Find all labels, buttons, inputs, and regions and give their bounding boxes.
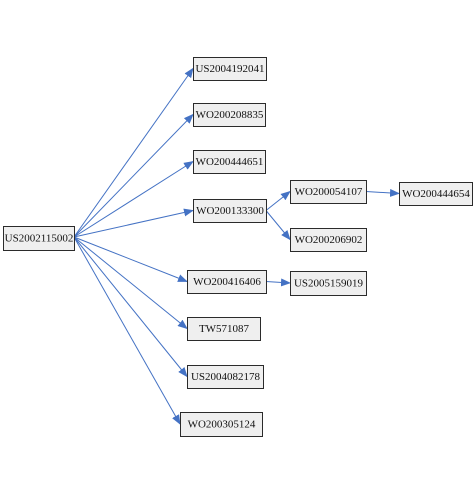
node-wo200054107: WO200054107 — [290, 180, 367, 204]
node-us2004082178: US2004082178 — [187, 365, 264, 389]
node-us2005159019: US2005159019 — [290, 271, 367, 296]
node-wo200444651: WO200444651 — [193, 150, 266, 174]
edge-root-to-n11 — [73, 236, 188, 378]
edge-root-to-n1 — [73, 67, 194, 238]
node-wo200133300: WO200133300 — [193, 199, 267, 223]
node-layer: US2002115002 US2004192041WO200208835WO200… — [3, 57, 473, 437]
node-box — [3, 226, 75, 251]
node-box — [180, 412, 263, 437]
node-wo200208835: WO200208835 — [193, 103, 266, 127]
edge-n5-to-n6 — [365, 188, 400, 197]
node-label: US2004082178 — [191, 371, 261, 383]
node-wo200444654: WO200444654 — [399, 182, 473, 206]
node-box — [193, 199, 267, 223]
edge-n4-to-n7 — [265, 210, 291, 241]
node-wo200416406: WO200416406 — [187, 270, 267, 294]
node-label: TW571087 — [199, 323, 250, 335]
edge-n8-to-n9 — [265, 278, 291, 287]
edge-root-to-n10 — [73, 236, 188, 330]
node-box — [187, 365, 264, 389]
edge-root-to-n12 — [73, 236, 181, 425]
node-wo200206902: WO200206902 — [290, 228, 367, 252]
edge-root-to-n3 — [73, 160, 194, 238]
node-label: WO200305124 — [188, 419, 256, 431]
node-us2002115002: US2002115002 — [3, 226, 75, 251]
node-box — [187, 270, 267, 294]
node-label: WO200054107 — [295, 186, 363, 198]
node-box — [290, 228, 367, 252]
node-box — [193, 103, 266, 127]
node-label: US2004192041 — [195, 63, 264, 75]
edge-root-to-n8 — [73, 236, 188, 282]
node-box — [399, 182, 473, 206]
edge-root-to-n2 — [73, 113, 194, 238]
node-box — [193, 150, 266, 174]
edge-layer — [73, 67, 400, 425]
node-label: US2002115002 — [5, 233, 74, 245]
node-wo200305124: WO200305124 — [180, 412, 263, 437]
node-box — [290, 180, 367, 204]
node-box — [193, 57, 267, 81]
node-label: WO200206902 — [295, 234, 363, 246]
node-label: WO200416406 — [193, 276, 261, 288]
node-box — [187, 317, 261, 341]
node-box — [290, 271, 367, 296]
edge-n4-to-n5 — [265, 190, 291, 211]
node-tw571087: TW571087 — [187, 317, 261, 341]
edge-root-to-n4 — [73, 208, 194, 238]
node-label: WO200444654 — [402, 188, 470, 200]
node-label: US2005159019 — [294, 278, 364, 290]
node-label: WO200444651 — [196, 156, 264, 168]
node-label: WO200208835 — [196, 109, 264, 121]
node-label: WO200133300 — [196, 205, 264, 217]
node-us2004192041: US2004192041 — [193, 57, 267, 81]
